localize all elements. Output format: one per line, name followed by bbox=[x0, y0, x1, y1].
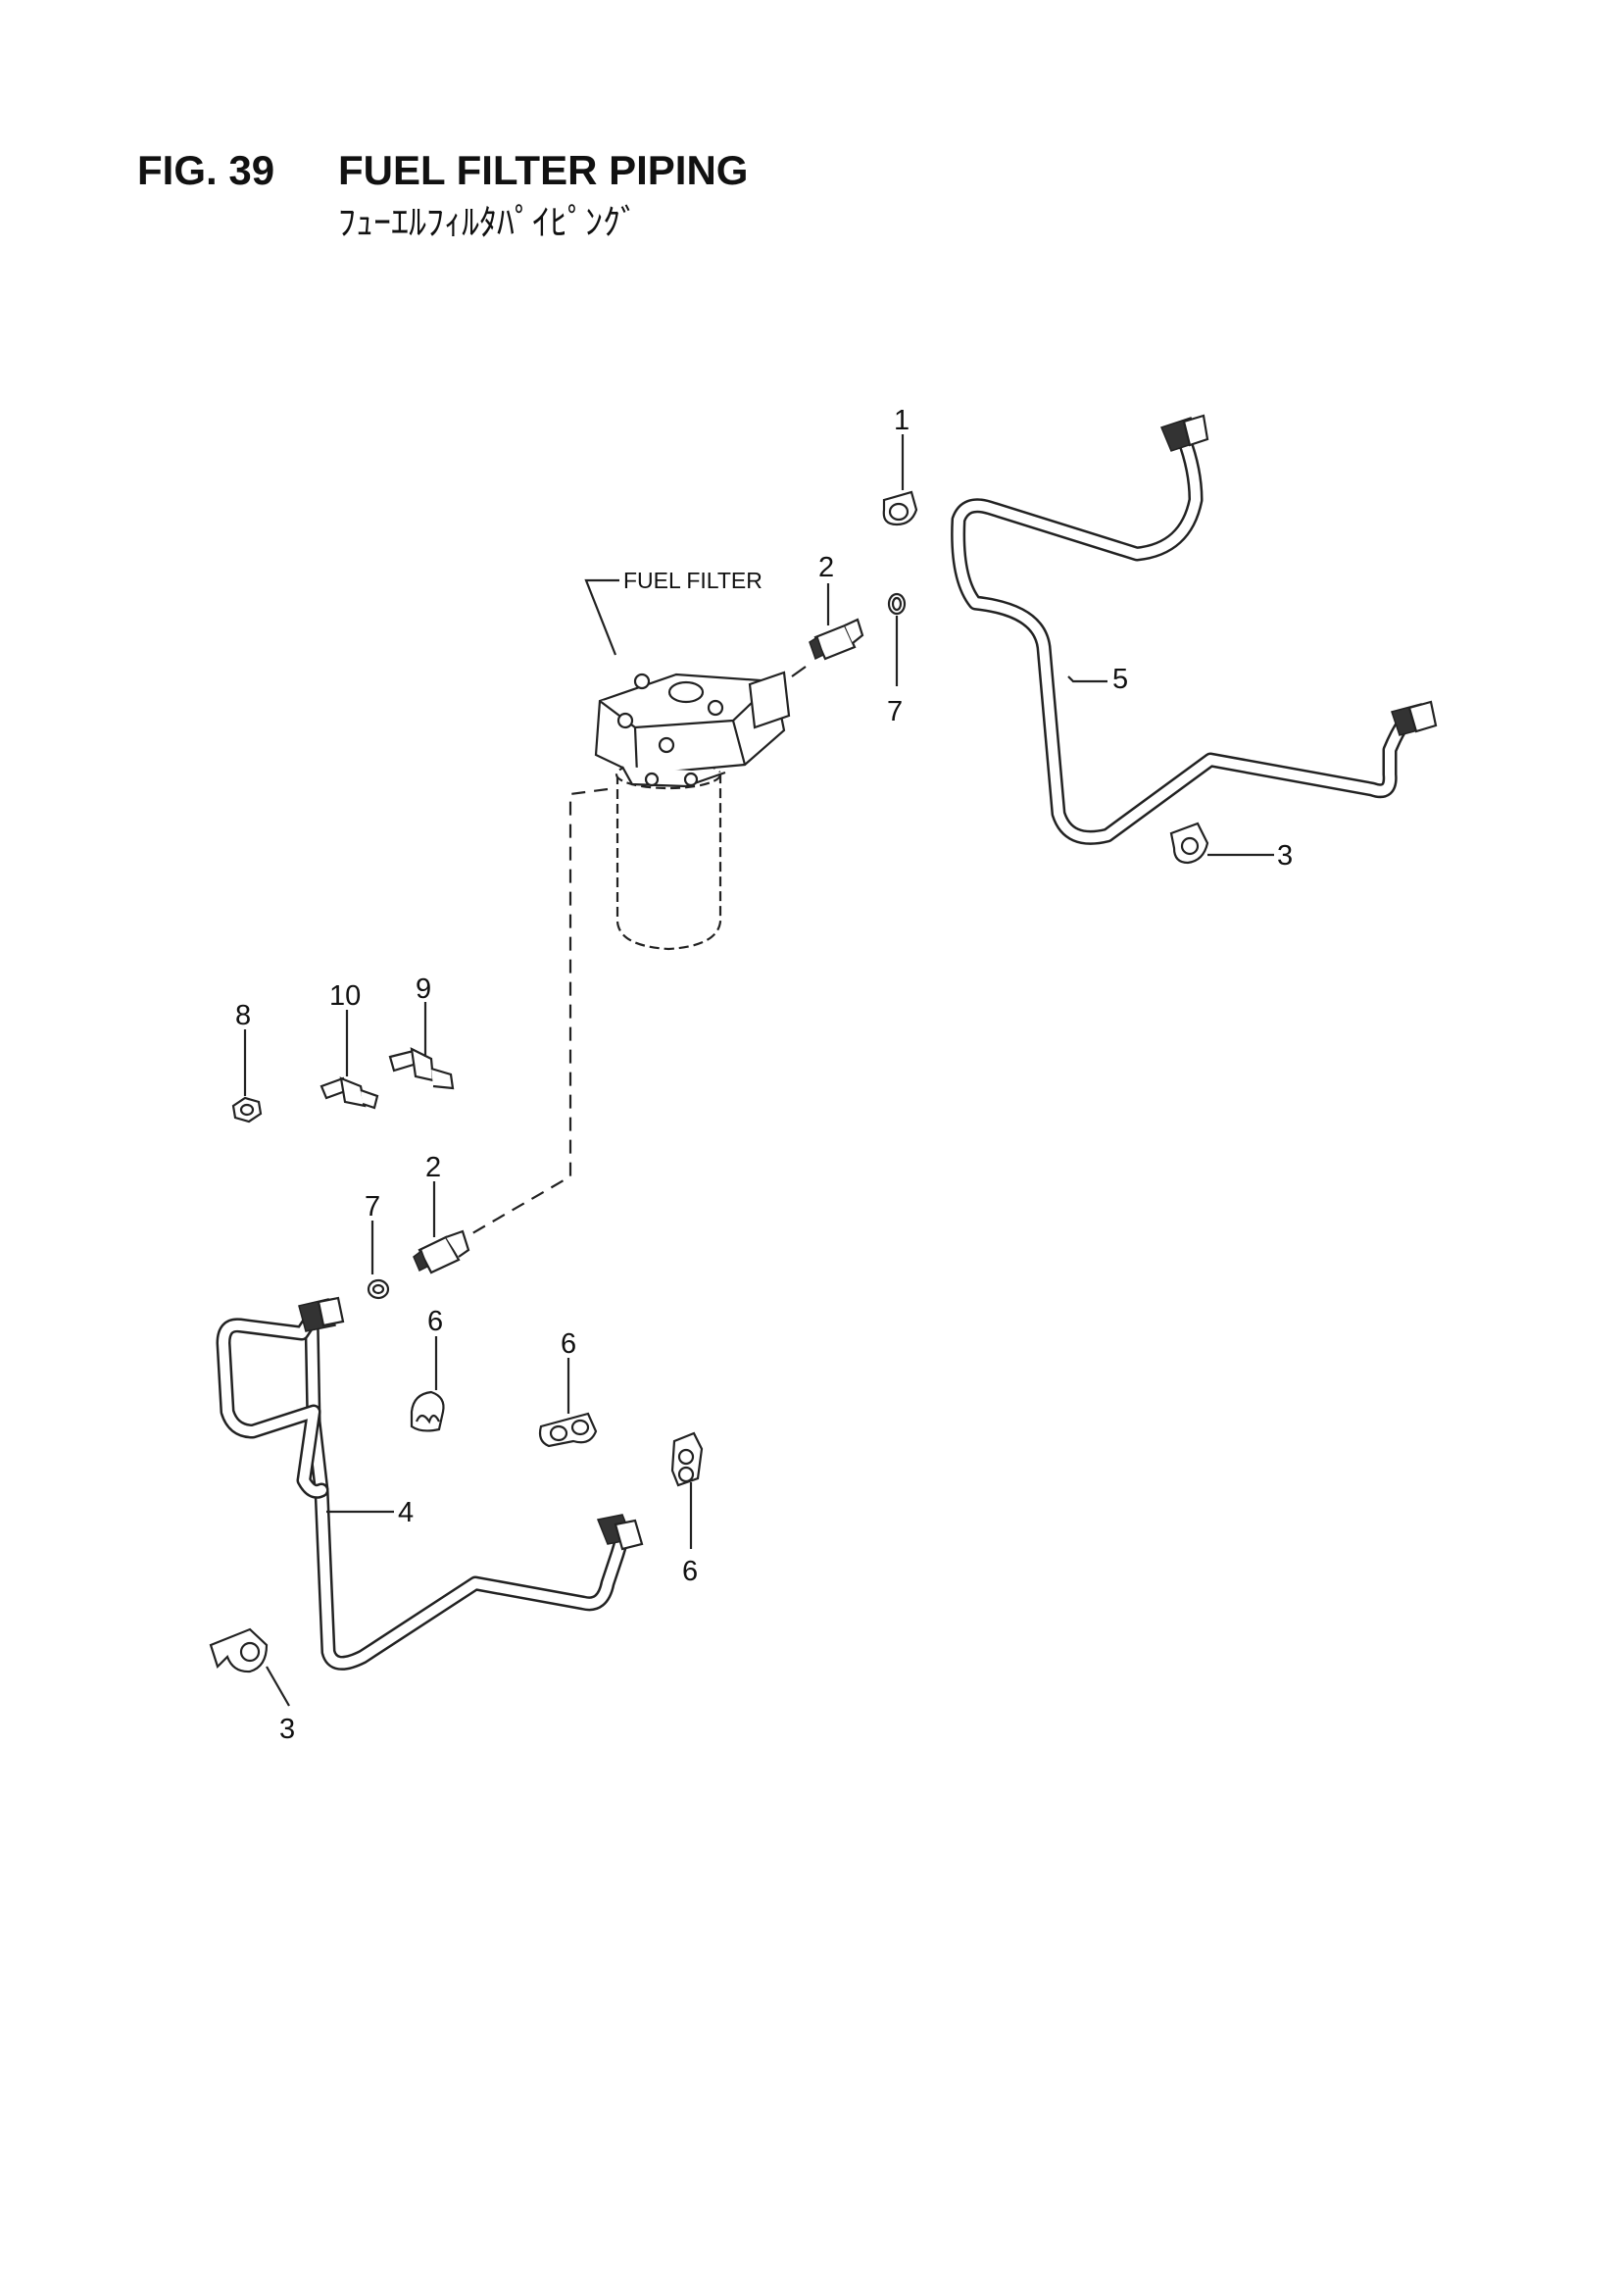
clamp-1 bbox=[882, 490, 918, 526]
callout-7-lower: 7 bbox=[365, 1191, 380, 1223]
clip-6-a bbox=[410, 1390, 445, 1432]
clip-6-b bbox=[538, 1412, 598, 1448]
fuel-filter-label: FUEL FILTER bbox=[623, 568, 762, 593]
callout-2-lower: 2 bbox=[425, 1152, 441, 1183]
callout-6-b: 6 bbox=[561, 1328, 576, 1360]
callout-numbers: 1 2 7 5 3 8 10 9 2 7 6 6 6 4 3 bbox=[235, 405, 1293, 1745]
fuel-filter-assembly bbox=[594, 666, 807, 951]
figure-number: FIG. 39 bbox=[137, 147, 275, 193]
clamp-3-upper bbox=[1169, 822, 1209, 865]
callout-7-upper: 7 bbox=[887, 696, 903, 727]
callout-10: 10 bbox=[329, 980, 361, 1012]
figure-subtitle: ﾌｭｰｴﾙﾌｨﾙﾀﾊﾟｲﾋﾟﾝｸﾞ bbox=[338, 202, 638, 242]
callout-4: 4 bbox=[398, 1497, 414, 1528]
callout-2-upper: 2 bbox=[818, 552, 834, 583]
callout-8: 8 bbox=[235, 1000, 251, 1031]
assembly-lines bbox=[471, 787, 609, 1234]
fuel-pipe-5 bbox=[951, 414, 1438, 845]
adapter-2-lower bbox=[413, 1229, 470, 1274]
callout-1: 1 bbox=[894, 405, 910, 436]
nut-8 bbox=[231, 1096, 263, 1123]
callout-6-a: 6 bbox=[427, 1306, 443, 1337]
callout-3-lower: 3 bbox=[279, 1714, 295, 1745]
callout-leaders bbox=[243, 434, 1274, 1707]
clamp-3-lower bbox=[209, 1627, 269, 1673]
sensor-10 bbox=[320, 1076, 379, 1110]
clip-6-c bbox=[670, 1431, 704, 1487]
fuel-pipe-4 bbox=[216, 1296, 644, 1671]
callout-3-upper: 3 bbox=[1277, 840, 1293, 872]
o-ring-7-upper bbox=[887, 592, 907, 616]
o-ring-7-lower bbox=[367, 1278, 390, 1300]
callout-9: 9 bbox=[416, 973, 431, 1005]
fuel-filter-note: FUEL FILTER bbox=[584, 568, 762, 656]
callout-6-c: 6 bbox=[682, 1556, 698, 1587]
joint-9 bbox=[388, 1047, 455, 1090]
adapter-2-upper bbox=[809, 618, 864, 661]
figure-title: FUEL FILTER PIPING bbox=[338, 147, 749, 193]
callout-5: 5 bbox=[1112, 664, 1128, 695]
